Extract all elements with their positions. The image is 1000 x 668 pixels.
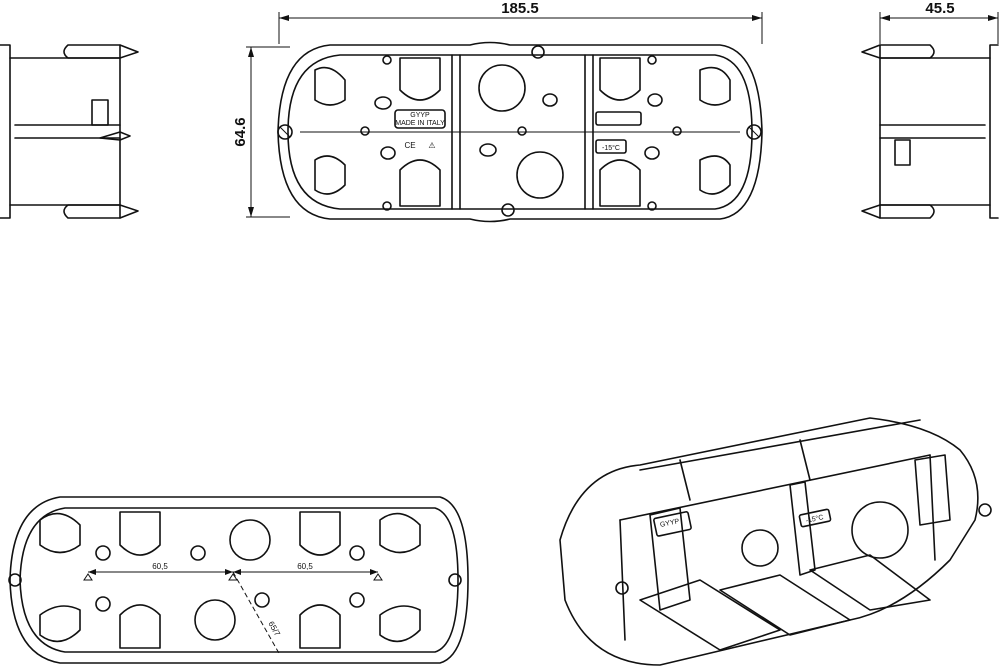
ce-mark: CE <box>404 141 415 150</box>
brand-label: GYYP <box>410 112 430 119</box>
right-side-view: 45.5 <box>861 0 999 219</box>
warning-triangle-icon: ⚠ <box>428 141 435 150</box>
depth-dimension-label: 45.5 <box>925 0 954 17</box>
iso-brand-label: GYYP <box>659 518 680 529</box>
spacing-left-label: 60,5 <box>152 562 168 571</box>
screw-icon <box>277 45 762 217</box>
width-dimension-label: 185.5 <box>501 0 539 17</box>
temperature-label: -15°C <box>602 144 620 152</box>
width-dimension: 185.5 <box>278 0 763 44</box>
front-view: 185.5 64.6 <box>232 0 763 223</box>
isometric-view: GYYP -15°C <box>559 417 992 666</box>
back-view: 60,5 60,5 65/7 <box>8 496 469 664</box>
left-side-view <box>0 44 139 219</box>
made-in-label: MADE IN ITALY <box>395 120 445 127</box>
iso-temperature-label: -15°C <box>805 513 824 525</box>
spacing-right-label: 60,5 <box>297 562 313 571</box>
height-dimension: 64.6 <box>232 46 290 218</box>
depth-dimension: 45.5 <box>879 0 999 44</box>
height-dimension-label: 64.6 <box>232 117 249 146</box>
